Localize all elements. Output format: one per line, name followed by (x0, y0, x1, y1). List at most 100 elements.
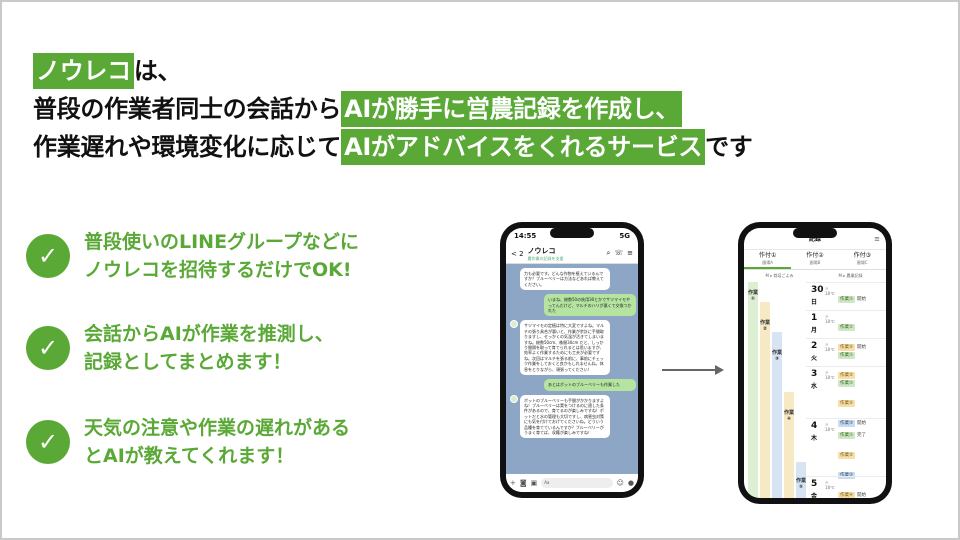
work-chip[interactable]: 作業③ (838, 420, 856, 427)
day-number: 2 (811, 341, 818, 351)
day-of-week: 木 (811, 435, 818, 442)
work-chip[interactable]: 作業② (838, 452, 856, 459)
day-number: 4 (811, 421, 818, 431)
feature-item: ✓ 会話からAIが作業を推測し、 記録としてまとめます！ (26, 320, 446, 390)
work-bar (748, 282, 758, 498)
work-bar (760, 302, 770, 498)
message-outgoing: あとはボットのブルーベリーも作業した (544, 379, 636, 391)
weather-icon: ☼ 18℃ (825, 480, 835, 490)
headline-text: です (705, 133, 753, 161)
chat-header: < 2 ノウレコ 農作業の記録を支援 ⌕ ☏ ≡ (506, 244, 638, 264)
camera-icon[interactable]: ◙ (519, 479, 527, 487)
bot-avatar (510, 394, 518, 403)
work-status: 開始 (857, 493, 867, 498)
weather-icon: ☼ 18℃ (825, 342, 835, 352)
work-chip[interactable]: 作業① (838, 296, 856, 303)
message-input[interactable]: Aa (541, 478, 613, 488)
work-chip[interactable]: 作業② (838, 344, 856, 351)
work-chip[interactable]: 作業④ (838, 492, 856, 498)
calendar-label: M ▸ 栽培ごよみ (765, 273, 794, 278)
record-subheader: M ▸ 栽培ごよみ M ▸ 農業記録 (744, 270, 886, 282)
weather-icon: ☼ 18℃ (825, 370, 835, 380)
work-chip[interactable]: 作業② (838, 372, 856, 379)
menu-icon[interactable]: ≡ (627, 249, 633, 257)
work-tag: 作業① (748, 290, 759, 302)
chat-subtitle: 農作業の記録を支援 (527, 255, 564, 261)
bot-avatar (510, 320, 518, 329)
phone-notch (793, 228, 837, 238)
menu-icon[interactable]: ≡ (874, 235, 880, 243)
work-status: 開始 (857, 421, 867, 426)
feature-line: ノウレコを招待するだけでOK! (84, 259, 352, 281)
work-tag: 作業② (760, 320, 771, 332)
chat-messages: 力も必要です。どんな作物を植えているんですか？ブルーベリーは方法などあれば教えて… (506, 264, 638, 474)
feature-item: ✓ 普段使いのLINEグループなどに ノウレコを招待するだけでOK! (26, 228, 446, 298)
chat-phone-mockup: 14:55 5G < 2 ノウレコ 農作業の記録を支援 ⌕ ☏ ≡ 力も必要です… (500, 222, 644, 498)
search-icon[interactable]: ⌕ (606, 249, 611, 257)
day-of-week: 月 (811, 327, 818, 334)
phone-notch (550, 228, 594, 238)
chat-screen: 14:55 5G < 2 ノウレコ 農作業の記録を支援 ⌕ ☏ ≡ 力も必要です… (506, 228, 638, 492)
feature-line: 記録としてまとめます！ (84, 351, 292, 373)
work-chip[interactable]: 作業① (838, 352, 856, 359)
message-incoming: ボットのブルーベリーも手間がかかりますよね！ブルーベリーは実をつけるのに適した条… (520, 394, 610, 439)
feature-text: 天気の注意や作業の遅れがある とAIが教えてくれます！ (84, 414, 350, 470)
headline-highlight: AIがアドバイスをくれるサービス (341, 129, 706, 165)
weather-icon: ☼ 18℃ (825, 286, 835, 296)
work-chip[interactable]: 作業③ (838, 472, 856, 479)
work-bar (772, 332, 782, 498)
work-chip[interactable]: 作業① (838, 432, 856, 439)
phone-icon[interactable]: ☏ (614, 249, 624, 257)
feature-line: 普段使いのLINEグループなどに (84, 231, 359, 253)
work-chip[interactable]: 作業② (838, 400, 856, 407)
weather-icon: ☼ 18℃ (825, 314, 835, 324)
check-icon: ✓ (26, 234, 70, 278)
status-signal: 5G (619, 232, 630, 240)
record-header: 記録 ≡ (744, 228, 886, 250)
feature-line: とAIが教えてくれます！ (84, 445, 295, 467)
chat-title: ノウレコ (527, 246, 556, 255)
work-bar (784, 392, 794, 498)
day-number: 1 (811, 313, 818, 323)
back-button[interactable]: < 2 (511, 249, 524, 258)
plus-icon[interactable]: + (510, 479, 516, 487)
headline-text: 作業遅れや環境変化に応じて (33, 133, 342, 161)
day-number: 3 (811, 369, 818, 379)
day-of-week: 金 (811, 493, 818, 498)
feature-line: 会話からAIが作業を推測し、 (84, 323, 334, 345)
work-chip[interactable]: 作業① (838, 324, 856, 331)
work-status: 開始 (857, 297, 867, 302)
work-status: 開始 (857, 345, 867, 350)
record-label: M ▸ 農業記録 (838, 273, 863, 278)
image-icon[interactable]: ▣ (530, 479, 538, 487)
feature-line: 天気の注意や作業の遅れがある (84, 417, 351, 439)
feature-text: 会話からAIが作業を推測し、 記録としてまとめます！ (84, 320, 334, 376)
mic-icon[interactable]: ● (627, 479, 634, 487)
day-of-week: 火 (811, 355, 818, 362)
emoji-icon[interactable]: ☺ (616, 479, 624, 487)
brand-highlight: ノウレコ (33, 53, 134, 89)
day-of-week: 日 (811, 299, 818, 306)
work-tag: 作業③ (772, 350, 783, 362)
work-chip[interactable]: 作業① (838, 380, 856, 387)
work-status: 完了 (857, 433, 867, 438)
day-number: 30 (811, 285, 824, 295)
